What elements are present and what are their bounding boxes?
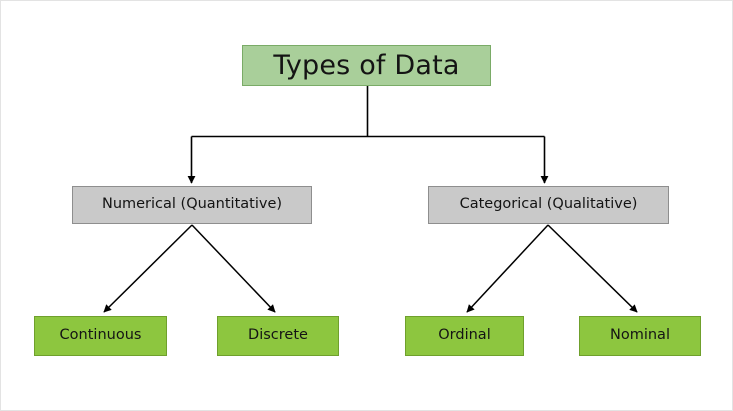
node-ordinal: Ordinal	[405, 316, 524, 356]
node-nominal: Nominal	[579, 316, 701, 356]
edge-numerical-to-continuous	[103, 224, 193, 313]
edge-categorical-to-ordinal	[466, 224, 549, 313]
edge-categorical-to-nominal	[547, 224, 638, 313]
edge-numerical-to-discrete	[191, 224, 276, 313]
node-types-of-data: Types of Data	[242, 45, 491, 86]
node-continuous: Continuous	[34, 316, 167, 356]
node-numerical-quantitative: Numerical (Quantitative)	[72, 186, 312, 224]
node-discrete: Discrete	[217, 316, 339, 356]
node-categorical-qualitative: Categorical (Qualitative)	[428, 186, 669, 224]
